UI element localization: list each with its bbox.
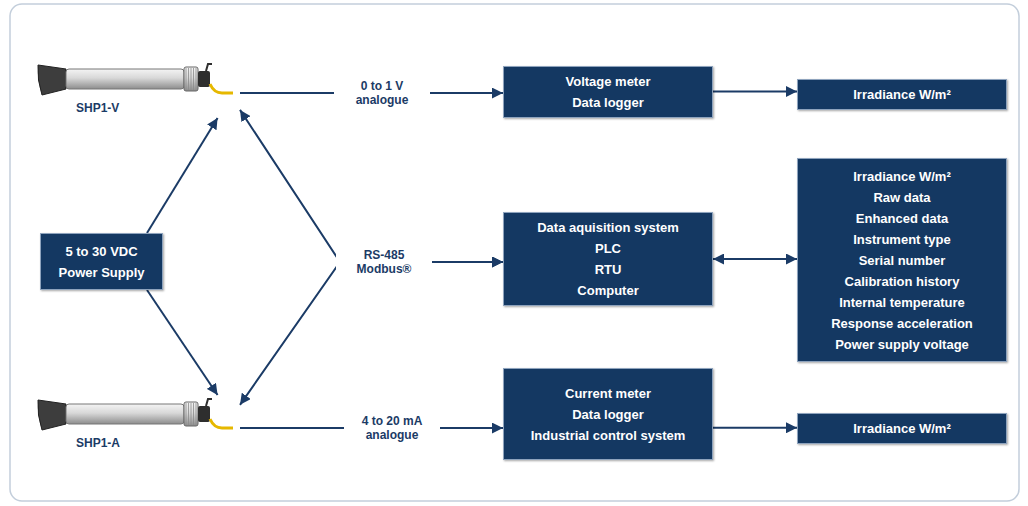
box-text: Current meter — [510, 383, 706, 404]
box-text: Calibration history — [804, 271, 1000, 292]
sensor-drawing — [36, 395, 240, 435]
box-text: Response acceleration — [804, 313, 1000, 334]
sensor-illustration: SHP1-V — [36, 60, 240, 118]
connector-nut — [206, 399, 212, 406]
power-supply-box: 5 to 30 VDC Power Supply — [40, 233, 163, 290]
sensor-label: SHP1-A — [76, 436, 240, 450]
knurling — [186, 403, 196, 425]
signal-connector — [713, 91, 797, 93]
sensor-body — [66, 69, 184, 89]
box-text: Irradiance W/m² — [804, 166, 1000, 187]
sensor-connector — [198, 71, 210, 87]
box-text: Enhanced data — [804, 208, 1000, 229]
box-text: Serial number — [804, 250, 1000, 271]
box-text: Data logger — [510, 92, 706, 113]
signal-connector — [713, 427, 797, 429]
acquisition-box: Data aquisition systemPLCRTUComputer — [503, 212, 713, 306]
box-text: Computer — [510, 280, 706, 301]
sensor-ring — [184, 402, 198, 426]
sensor-connector — [198, 406, 210, 422]
box-text: Data aquisition system — [510, 217, 706, 238]
connector-nut — [206, 64, 212, 71]
box-text: Irradiance W/m² — [804, 418, 1000, 439]
box-text: Voltage meter — [510, 71, 706, 92]
sensor-body — [66, 404, 184, 424]
sensor-cable — [210, 84, 233, 93]
sensor-head — [38, 65, 66, 95]
box-text: Instrument type — [804, 229, 1000, 250]
signal-connector — [713, 258, 797, 260]
signal-label: 4 to 20 mA analogue — [344, 413, 440, 443]
sensor-drawing — [36, 60, 240, 100]
box-text: 5 to 30 VDC Power Supply — [47, 241, 156, 283]
output-box: Irradiance W/m² — [797, 79, 1007, 110]
box-text: Internal temperature — [804, 292, 1000, 313]
signal-connector — [147, 290, 218, 395]
data-list-box: Irradiance W/m²Raw dataEnhanced dataInst… — [797, 158, 1007, 362]
box-text: Data logger — [510, 404, 706, 425]
box-text: PLC — [510, 238, 706, 259]
sensor-cable — [210, 419, 233, 428]
sensor-illustration: SHP1-A — [36, 395, 240, 453]
output-box: Irradiance W/m² — [797, 413, 1007, 444]
box-text: Power supply voltage — [804, 334, 1000, 355]
box-text: Industrial control system — [510, 425, 706, 446]
outer-frame — [10, 4, 1019, 501]
signal-connector — [240, 262, 503, 405]
meter-box: Voltage meterData logger — [503, 66, 713, 118]
sensor-ring — [184, 67, 198, 91]
signal-connector — [240, 110, 503, 262]
signal-label: 0 to 1 V analogue — [334, 78, 430, 108]
meter-box: Current meterData loggerIndustrial contr… — [503, 368, 713, 460]
signal-connector — [147, 118, 218, 233]
sensor-label: SHP1-V — [76, 101, 240, 115]
box-text: RTU — [510, 259, 706, 280]
box-text: Irradiance W/m² — [804, 84, 1000, 105]
knurling — [186, 68, 196, 90]
box-text: Raw data — [804, 187, 1000, 208]
signal-label: RS-485 Modbus® — [336, 247, 432, 277]
sensor-head — [38, 400, 66, 430]
